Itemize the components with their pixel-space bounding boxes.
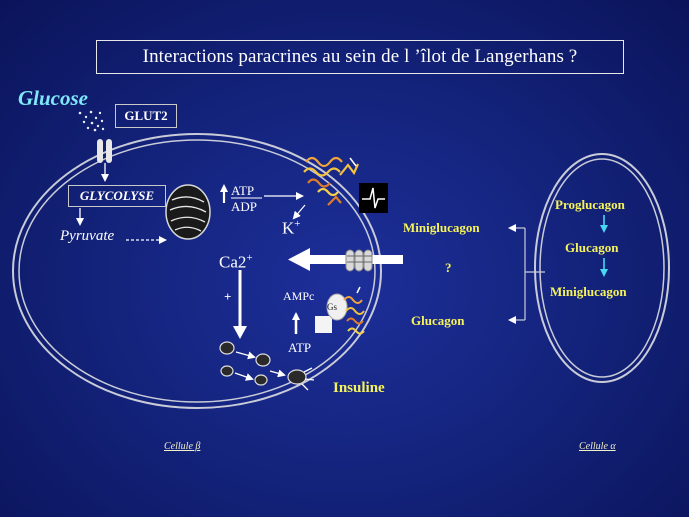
beta-cell-caption: Cellule β xyxy=(164,441,201,452)
adenylate-cyclase-icon xyxy=(315,316,332,333)
potassium-charge: + xyxy=(294,218,301,230)
alpha-cell-caption: Cellule α xyxy=(579,441,616,452)
ampc-label: AMPc xyxy=(283,289,315,303)
glut2-label: GLUT2 xyxy=(115,104,177,128)
glucose-dots-icon xyxy=(78,110,105,132)
pyruvate-label: Pyruvate xyxy=(60,228,115,244)
page-title: Interactions paracrines au sein de l ’îl… xyxy=(96,40,624,74)
glucagon-label: Glucagon xyxy=(565,240,619,255)
plus-sign: + xyxy=(224,289,232,304)
potassium-label: K+ xyxy=(282,218,301,239)
miniglucagon-label: Miniglucagon xyxy=(550,284,627,299)
alpha-cell-membrane-outer xyxy=(534,153,670,383)
glucagon-target-label: Glucagon xyxy=(411,313,465,328)
adp-label: ADP xyxy=(231,199,258,214)
receptor-icon xyxy=(343,286,365,335)
atp-substrate-label: ATP xyxy=(288,340,312,355)
alpha-cell-membrane-inner xyxy=(539,158,665,378)
potassium-symbol: K xyxy=(282,218,295,238)
transporter-icon xyxy=(97,139,112,163)
calcium-charge: + xyxy=(246,252,253,264)
gs-label: Gs xyxy=(327,302,338,312)
k-channel-icon xyxy=(303,156,360,206)
mitochondrion-icon xyxy=(165,184,211,240)
insuline-label: Insuline xyxy=(333,380,385,396)
question-mark: ? xyxy=(445,260,452,275)
calcium-symbol: Ca2 xyxy=(219,252,247,272)
proglucagon-label: Proglucagon xyxy=(555,197,625,212)
channel-icon xyxy=(345,249,373,272)
gs-protein-icon xyxy=(326,293,348,321)
action-potential-icon xyxy=(359,183,388,213)
miniglucagon-target-label: Miniglucagon xyxy=(403,220,480,235)
granule-icon xyxy=(219,341,307,386)
glucose-label: Glucose xyxy=(18,86,88,110)
calcium-label: Ca2+ xyxy=(219,252,253,273)
beta-cell-membrane-inner xyxy=(18,139,376,403)
atp-label: ATP xyxy=(231,183,255,198)
beta-cell-membrane-outer xyxy=(12,133,382,409)
glycolyse-label: GLYCOLYSE xyxy=(68,185,166,207)
